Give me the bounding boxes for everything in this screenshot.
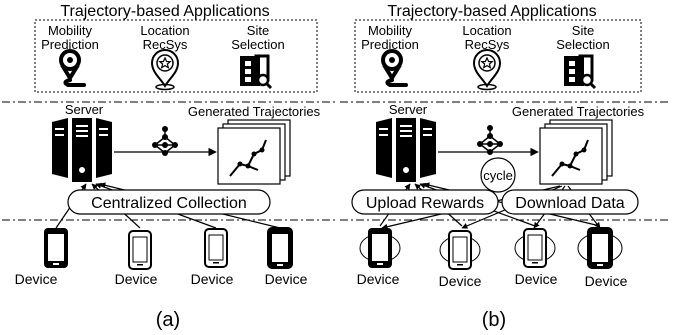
generated-label-b: Generated Trajectories xyxy=(512,104,645,119)
trajectory-cards-icon-a xyxy=(217,119,291,185)
server-icon-b xyxy=(376,118,436,182)
device-phone-icon-2-a xyxy=(128,230,152,270)
mobility-pin-icon-b xyxy=(381,49,408,87)
device-phone-icon-1-b xyxy=(368,228,392,268)
device-phone-icon-2-b xyxy=(448,230,472,270)
generated-label-a: Generated Trajectories xyxy=(188,104,321,119)
apps-box-a xyxy=(34,19,318,93)
location-star-pin-icon-b xyxy=(473,49,501,91)
neural-network-icon-b xyxy=(476,124,504,156)
cycle-label-b: cycle xyxy=(483,168,513,183)
device-label-4-a: Device xyxy=(265,271,308,287)
server-icon-a xyxy=(52,118,112,182)
device-label-1-a: Device xyxy=(15,271,58,287)
device-phone-icon-3-a xyxy=(204,228,228,268)
device-label-1-b: Device xyxy=(357,271,400,287)
centralized-collection-pill-a xyxy=(67,189,271,215)
apps-title-a: Trajectory-based Applications xyxy=(60,3,269,20)
location-star-pin-icon-a xyxy=(151,49,179,91)
server-label-a: Server xyxy=(65,102,104,117)
apps-box-b xyxy=(354,19,642,93)
device-label-2-a: Device xyxy=(115,271,158,287)
mobility-pin-icon-a xyxy=(59,49,86,87)
caption-b: (b) xyxy=(482,309,506,331)
device-label-4-b: Device xyxy=(585,273,628,289)
device-label-3-b: Device xyxy=(515,271,558,287)
centralized-collection-label-a: Centralized Collection xyxy=(91,195,247,212)
cycle-circle-b xyxy=(480,157,516,193)
download-data-label-b: Download Data xyxy=(515,195,625,212)
device-label-2-b: Device xyxy=(439,273,482,289)
trajectory-cards-icon-b xyxy=(539,119,613,185)
apps-title-b: Trajectory-based Applications xyxy=(387,3,596,20)
device-label-3-a: Device xyxy=(191,271,234,287)
caption-a: (a) xyxy=(156,309,180,331)
device-phone-icon-4-a xyxy=(267,227,293,269)
site-selection-icon-a xyxy=(238,54,273,90)
server-label-b: Server xyxy=(389,102,428,117)
site-selection-icon-b xyxy=(562,54,597,90)
device-phone-icon-1-a xyxy=(44,228,68,268)
device-phone-icon-4-b xyxy=(587,227,613,269)
upload-rewards-pill-b xyxy=(351,189,499,215)
device-phone-icon-3-b xyxy=(523,228,547,268)
upload-rewards-label-b: Upload Rewards xyxy=(366,195,484,212)
download-data-pill-b xyxy=(501,189,639,215)
